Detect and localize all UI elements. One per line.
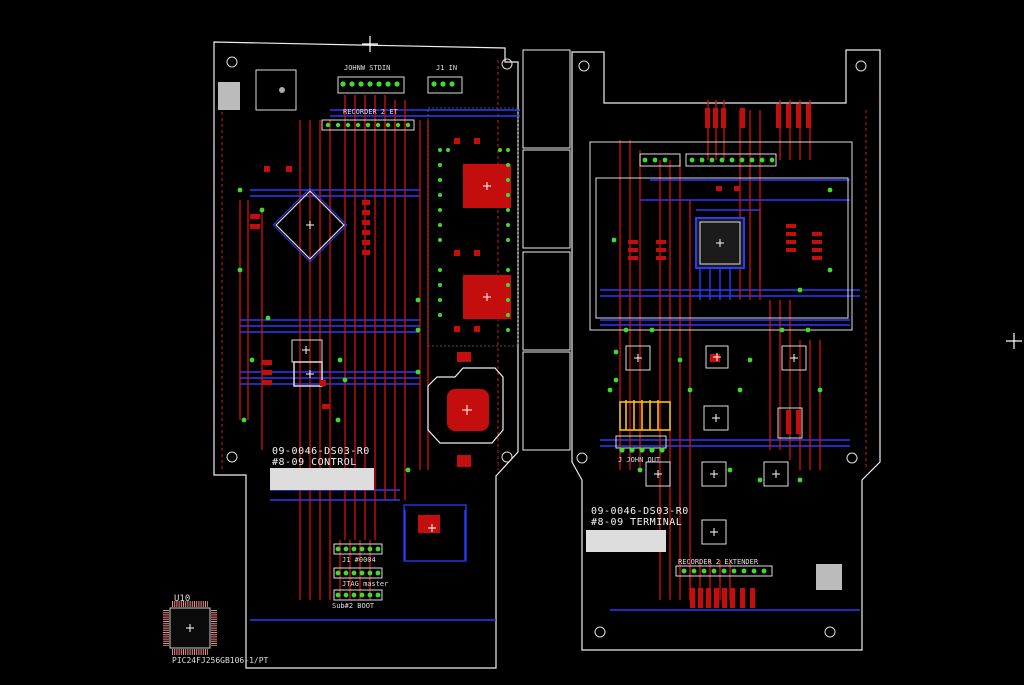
top-copper-traces xyxy=(239,95,821,600)
pads-and-vias xyxy=(237,81,833,598)
control-connector-label-1: J1 #0004 xyxy=(342,556,376,564)
terminal-board-outline xyxy=(571,49,881,651)
terminal-part-number: 09-0046-DS03-R0 xyxy=(591,506,689,517)
u10-part-label: PIC24FJ256GB106-1/PT xyxy=(172,656,269,665)
middle-connector-boxes xyxy=(522,49,571,451)
control-board-outline xyxy=(213,41,519,669)
control-part-number: 09-0046-DS03-R0 xyxy=(272,446,370,457)
control-header-label-1: JOHNW STDIN xyxy=(344,64,391,72)
control-module-label: RECORDER 2 ET xyxy=(343,108,398,116)
terminal-components xyxy=(586,104,853,608)
control-header-label-2: J1 IN xyxy=(436,64,458,72)
terminal-bottom-connector-label: RECORDER 2 EXTENDER xyxy=(678,558,759,566)
control-connector-label-3: Sub#2 BOOT xyxy=(332,602,375,610)
crosshair-icon xyxy=(362,36,1022,349)
control-connector-label-2: JTAG master xyxy=(342,580,389,588)
smd-pads xyxy=(250,138,822,434)
u10-footprint xyxy=(163,601,217,655)
terminal-board-title: #8-09 TERMINAL xyxy=(591,517,683,528)
mounting-holes xyxy=(226,56,867,638)
u10-ref-label: U10 xyxy=(174,594,191,604)
control-board-title: #8-09 CONTROL xyxy=(272,457,357,468)
terminal-connector-label: J JOHN OUT xyxy=(618,456,661,464)
component-origin-markers xyxy=(302,182,798,536)
